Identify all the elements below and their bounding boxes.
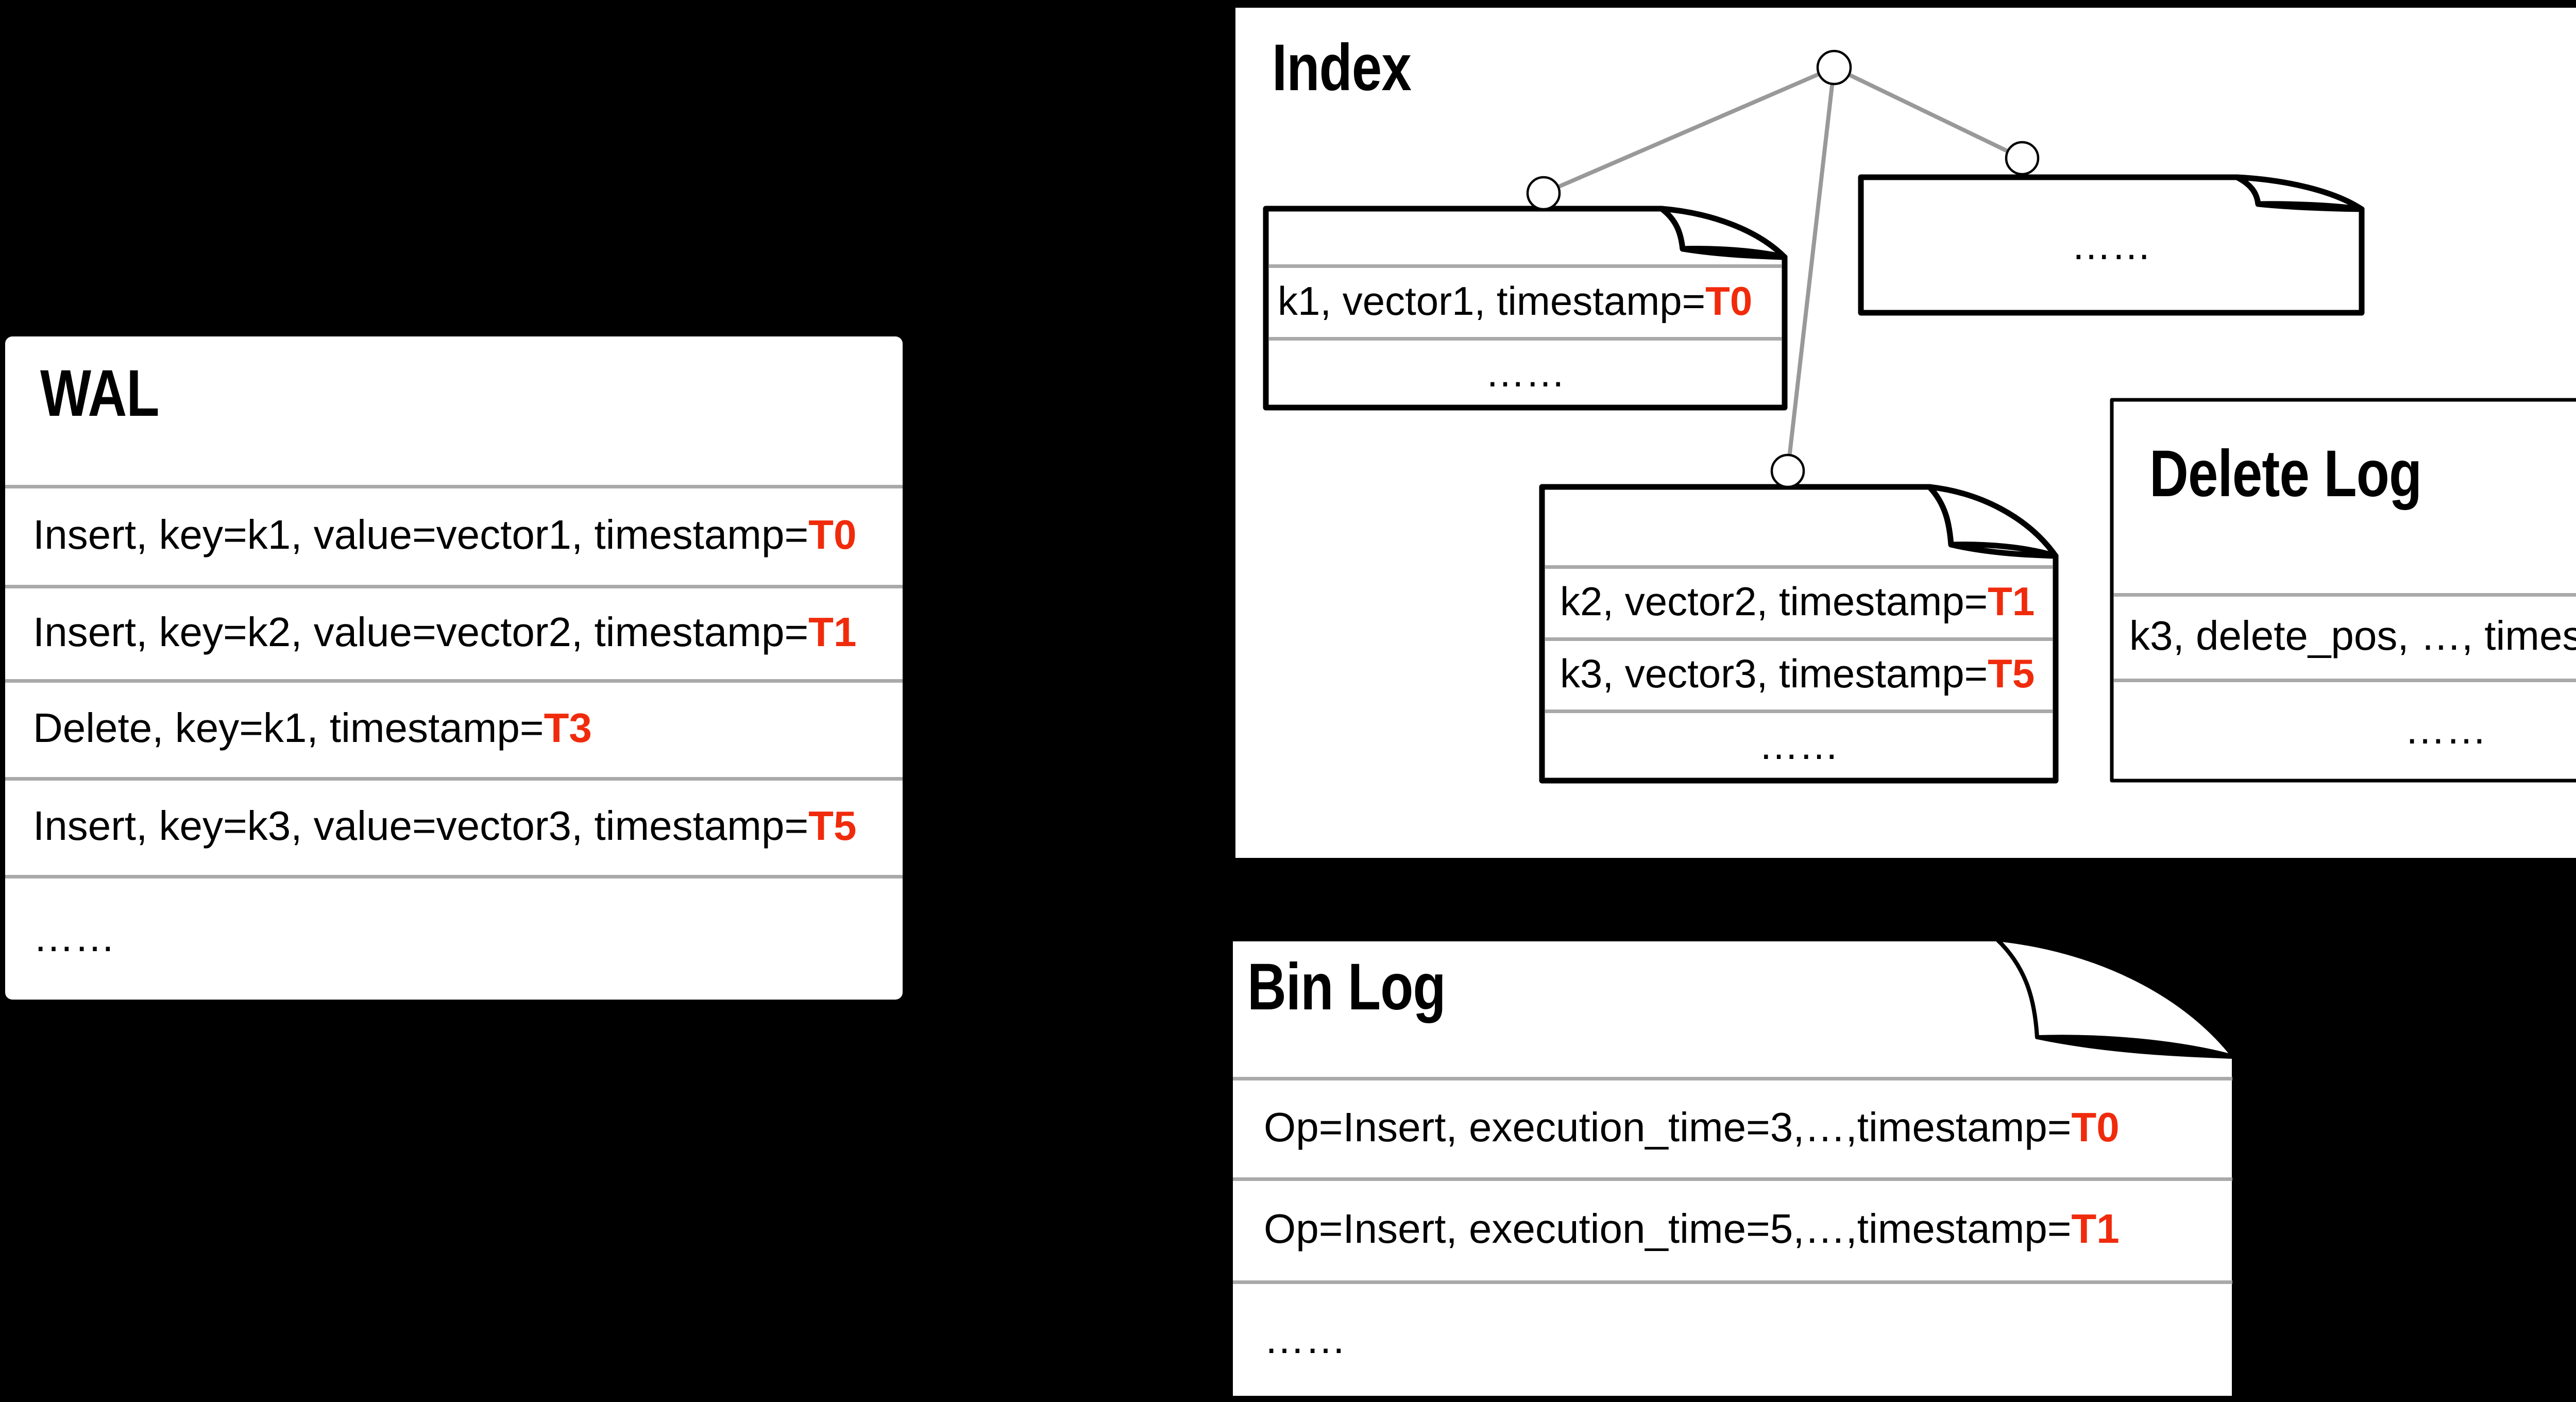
delete-log-file: [2110, 398, 2576, 783]
row-divider: [1233, 1177, 2232, 1181]
tree-edge: [1543, 65, 1835, 195]
row-divider: [1269, 337, 1782, 341]
segment-file-middle: [1539, 484, 2059, 784]
row-divider: [1545, 637, 2053, 641]
folded-corner-icon: [1995, 937, 2236, 1059]
ellipsis-text: ……: [1485, 349, 1566, 395]
segment-row-ellipsis: ……: [1266, 337, 1785, 408]
row-divider: [2114, 679, 2576, 682]
wal-row-text: Delete, key=k1, timestamp=: [33, 705, 544, 751]
tree-node-icon: [2005, 141, 2040, 176]
bin-log-row: Op=Insert, execution_time=5,…,timestamp=…: [1264, 1177, 2201, 1280]
segment-row: k3, vector3, timestamp=T5: [1560, 637, 2049, 710]
timestamp-value: T1: [1988, 579, 2035, 624]
tree-node-icon: [1526, 176, 1561, 211]
row-divider: [5, 875, 903, 879]
timestamp-value: T1: [808, 609, 857, 655]
wal-row: Delete, key=k1, timestamp=T3: [33, 679, 899, 777]
wal-panel: [5, 336, 903, 1000]
folded-corner-icon: [2234, 174, 2365, 212]
tree-edge: [1833, 65, 2023, 160]
timestamp-value: T5: [1988, 651, 2035, 696]
ellipsis-text: ……: [33, 914, 115, 960]
wal-row-ellipsis: ……: [33, 875, 899, 1000]
bin-log-title: Bin Log: [1247, 950, 1446, 1024]
timestamp-value: T1: [2071, 1206, 2120, 1252]
tree-node-icon: [1816, 49, 1852, 86]
row-divider: [5, 585, 903, 588]
row-divider: [5, 777, 903, 781]
row-divider: [5, 679, 903, 683]
ellipsis-text: ……: [2404, 706, 2487, 752]
segment-row-text: k1, vector1, timestamp=: [1278, 278, 1706, 324]
delete-log-row-ellipsis: ……: [2112, 679, 2576, 781]
row-divider: [1545, 710, 2053, 713]
bin-log-row-text: Op=Insert, execution_time=3,…,timestamp=: [1264, 1104, 2072, 1150]
bin-log-row-text: Op=Insert, execution_time=5,…,timestamp=: [1264, 1206, 2072, 1252]
index-title: Index: [1272, 31, 1412, 105]
wal-row-text: Insert, key=k1, value=vector1, timestamp…: [33, 512, 809, 558]
segment-row-ellipsis: ……: [1542, 710, 2056, 781]
segment-file-left: [1263, 206, 1788, 411]
timestamp-value: T3: [544, 705, 592, 751]
segment-row-text: k3, vector3, timestamp=: [1560, 651, 1988, 696]
folded-corner-icon: [1658, 206, 1788, 260]
row-divider: [5, 485, 903, 488]
wal-title: WAL: [40, 357, 160, 430]
ellipsis-text: ……: [2071, 222, 2151, 268]
row-divider: [1545, 565, 2053, 569]
row-divider: [1233, 1077, 2232, 1080]
row-divider: [1269, 264, 1782, 268]
wal-row-text: Insert, key=k2, value=vector2, timestamp…: [33, 609, 809, 655]
tree-node-icon: [1770, 453, 1805, 488]
wal-row: Insert, key=k2, value=vector2, timestamp…: [33, 585, 899, 679]
ellipsis-text: ……: [1264, 1316, 1346, 1362]
delete-log-row-text: k3, delete_pos, …, timestamp=: [2129, 613, 2576, 658]
bin-log-row: Op=Insert, execution_time=3,…,timestamp=…: [1264, 1077, 2201, 1177]
wal-row: Insert, key=k3, value=vector3, timestamp…: [33, 777, 899, 875]
folded-corner-icon: [1926, 484, 2059, 559]
wal-row-text: Insert, key=k3, value=vector3, timestamp…: [33, 803, 809, 849]
segment-row-text: k2, vector2, timestamp=: [1560, 579, 1988, 624]
timestamp-value: T0: [808, 512, 857, 558]
row-divider: [2114, 593, 2576, 597]
segment-row: k2, vector2, timestamp=T1: [1560, 565, 2049, 637]
segment-row: k1, vector1, timestamp=T0: [1278, 264, 1772, 337]
timestamp-value: T0: [2071, 1104, 2120, 1150]
timestamp-value: T0: [1705, 278, 1753, 324]
delete-log-row: k3, delete_pos, …, timestamp=T3: [2129, 593, 2576, 679]
segment-file-right: [1858, 174, 2365, 316]
wal-row: Insert, key=k1, value=vector1, timestamp…: [33, 485, 899, 585]
delete-log-title: Delete Log: [2149, 437, 2422, 511]
tree-edge: [1786, 67, 1836, 471]
bin-log-row-ellipsis: ……: [1264, 1280, 2201, 1398]
row-divider: [1233, 1280, 2232, 1284]
timestamp-value: T5: [808, 803, 857, 849]
ellipsis-text: ……: [1758, 722, 1839, 768]
segment-row-ellipsis: ……: [1861, 177, 2362, 313]
